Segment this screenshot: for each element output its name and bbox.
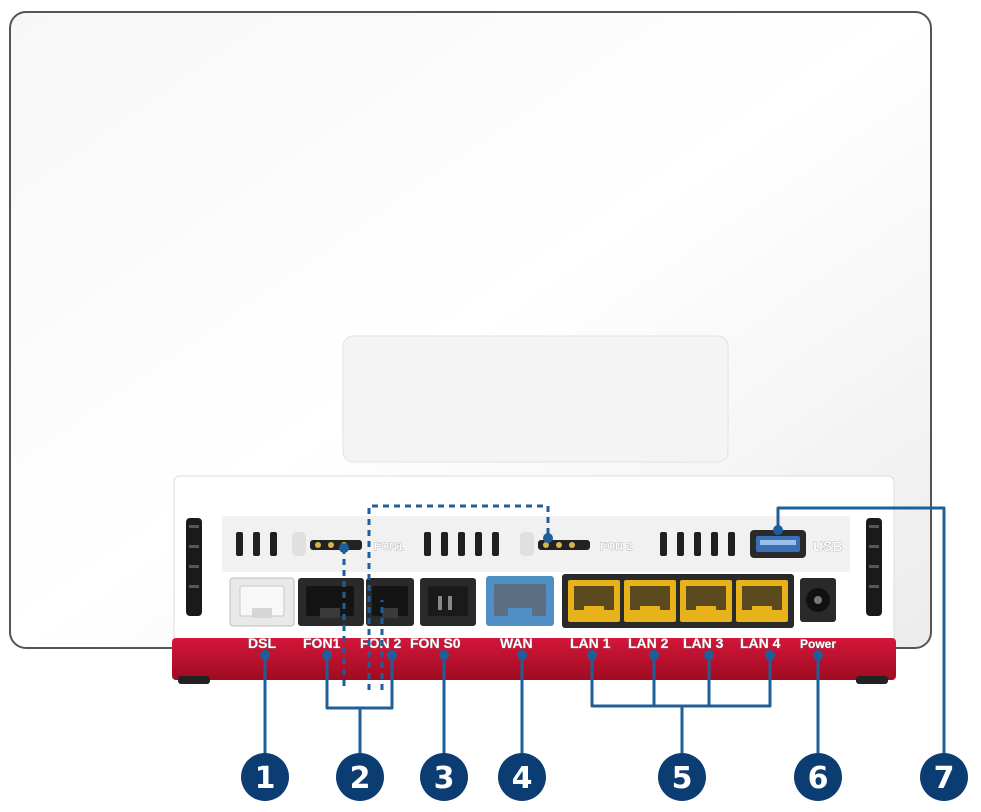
callout-4-number: 4 [512,761,533,796]
stand-recess [342,335,729,463]
fon1-port[interactable] [298,578,364,626]
fon-s0-port[interactable] [420,578,476,626]
fon2-jack-label: FON 2 [600,541,632,553]
lan3-port[interactable] [680,580,732,622]
lan3-label: LAN 3 [683,635,724,651]
callout-6-number: 6 [808,761,829,796]
base-foot-left [178,676,210,684]
red-base-strip [172,638,896,680]
wan-port[interactable] [486,576,554,626]
base-foot-right [856,676,888,684]
lan4-label: LAN 4 [740,635,781,651]
lan1-label: LAN 1 [570,635,611,651]
callout-3: 3 [420,753,468,801]
side-vent-left [186,518,202,616]
callout-4: 4 [498,753,546,801]
leader-lines [263,506,946,758]
callout-3-number: 3 [434,761,455,796]
callout-5-number: 5 [672,761,693,796]
dsl-port[interactable] [229,577,295,627]
wan-label: WAN [500,635,533,651]
lan2-label: LAN 2 [628,635,669,651]
fon1-jack-label: FON1 [374,541,403,553]
power-port[interactable] [800,578,836,622]
usb-port[interactable] [750,530,806,558]
leader-dots [260,525,823,660]
callout-5: 5 [658,753,706,801]
side-vent-right [866,518,882,616]
power-label: Power [800,637,836,651]
fon1-label: FON1 [303,635,341,651]
fon2-port[interactable] [366,578,414,626]
lan4-port[interactable] [736,580,788,622]
callout-2-number: 2 [350,761,371,796]
usb-label: USB [813,538,843,554]
callout-6: 6 [794,753,842,801]
vent-slots [236,532,735,556]
fon-dotted-bracket [342,504,550,690]
fon-s0-label: FON S0 [410,635,461,651]
lan1-port[interactable] [568,580,620,622]
lan2-port[interactable] [624,580,676,622]
fon2-analog-jack [520,532,590,556]
callout-2: 2 [336,753,384,801]
callout-1: 1 [241,753,289,801]
callout-7-number: 7 [934,761,955,796]
callout-1-number: 1 [255,761,276,796]
callout-7: 7 [920,753,968,801]
dsl-label: DSL [248,635,276,651]
